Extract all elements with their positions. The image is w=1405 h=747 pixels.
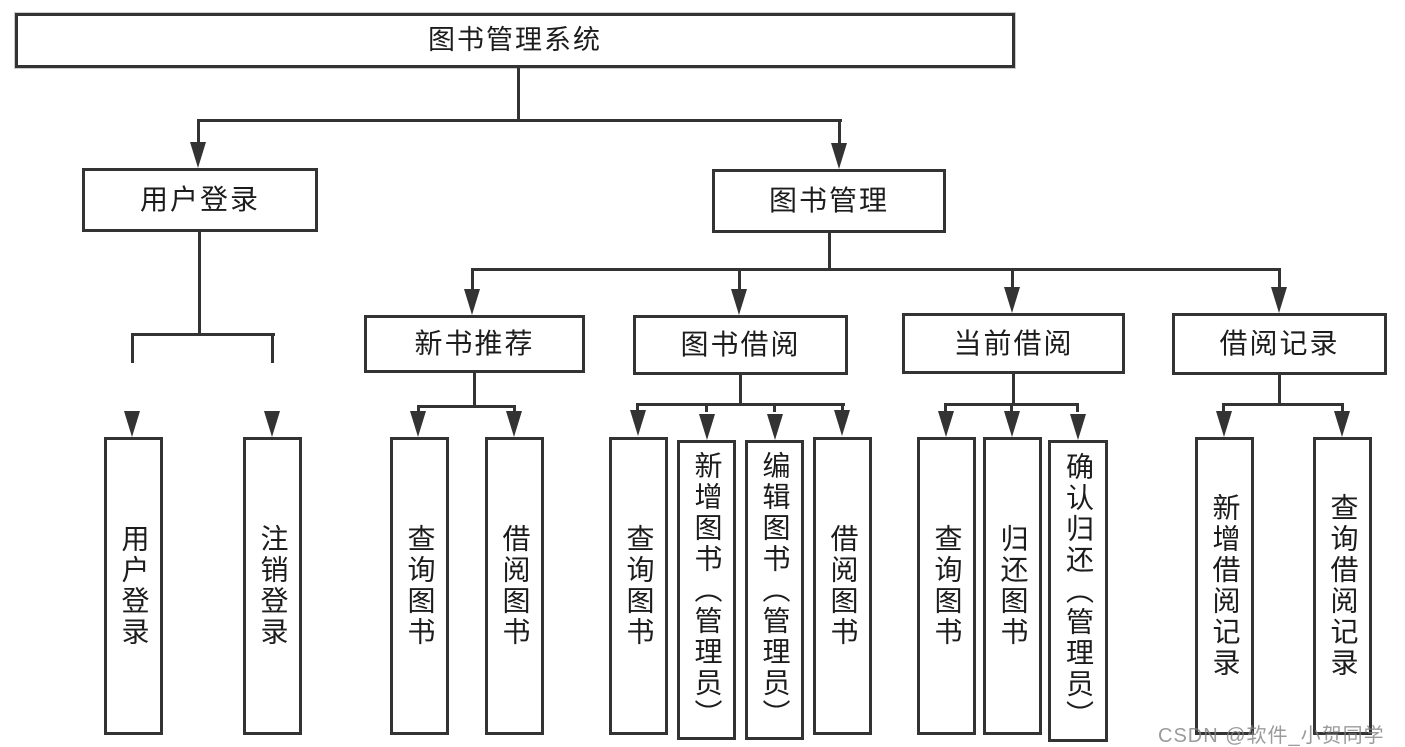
- connector-line: [739, 375, 742, 406]
- connector-line: [513, 405, 516, 413]
- connector-line: [197, 119, 200, 147]
- arrow-down-icon: [1004, 287, 1020, 313]
- node-borrow-books-borrowing: 借阅图书: [813, 437, 872, 735]
- connector-line: [131, 333, 134, 363]
- arrow-down-icon: [124, 411, 140, 437]
- connector-line: [1222, 403, 1344, 406]
- node-user-login-action: 用户登录: [104, 437, 163, 735]
- arrow-down-icon: [731, 289, 747, 315]
- arrow-down-icon: [938, 411, 954, 437]
- connector-line: [1011, 268, 1014, 289]
- node-borrow-books-recommend: 借阅图书: [485, 437, 544, 735]
- connector-line: [841, 403, 844, 412]
- node-edit-book-admin: 编辑图书（管理员）: [745, 440, 804, 740]
- arrow-down-icon: [1004, 411, 1020, 437]
- connector-line: [636, 403, 639, 412]
- connector-line: [1012, 374, 1015, 405]
- arrow-down-icon: [1334, 411, 1350, 437]
- connector-line: [773, 403, 776, 412]
- node-new-book-recommend: 新书推荐: [364, 315, 585, 373]
- connector-line: [517, 68, 520, 120]
- connector-line: [828, 233, 831, 271]
- connector-line: [705, 403, 708, 412]
- arrow-down-icon: [264, 411, 280, 437]
- node-current-borrowing: 当前借阅: [902, 313, 1125, 374]
- connector-line: [471, 268, 1281, 271]
- node-user-login: 用户登录: [82, 168, 318, 232]
- node-logout-action: 注销登录: [243, 437, 302, 735]
- connector-line: [473, 373, 476, 408]
- connector-line: [417, 405, 516, 408]
- node-query-borrow-record: 查询借阅记录: [1313, 437, 1372, 735]
- connector-line: [738, 268, 741, 291]
- node-library-system: 图书管理系统: [15, 13, 1015, 68]
- node-query-books-borrowing: 查询图书: [609, 437, 668, 735]
- connector-line: [838, 119, 841, 147]
- connector-line: [1010, 403, 1013, 412]
- arrow-down-icon: [190, 142, 206, 168]
- connector-line: [131, 333, 275, 336]
- node-add-book-admin: 新增图书（管理员）: [677, 440, 736, 740]
- node-book-borrowing: 图书借阅: [633, 315, 848, 375]
- arrow-down-icon: [834, 410, 850, 436]
- connector-line: [1278, 268, 1281, 289]
- connector-line: [271, 333, 274, 363]
- connector-line: [1278, 375, 1281, 405]
- node-return-book: 归还图书: [983, 437, 1042, 735]
- connector-line: [417, 405, 420, 413]
- connector-line: [1341, 403, 1344, 412]
- connector-line: [471, 268, 474, 291]
- arrow-down-icon: [767, 414, 783, 440]
- arrow-down-icon: [630, 410, 646, 436]
- node-query-books-recommend: 查询图书: [390, 437, 449, 735]
- node-add-borrow-record: 新增借阅记录: [1195, 437, 1254, 735]
- node-borrowing-records: 借阅记录: [1172, 313, 1387, 375]
- connector-line: [197, 119, 842, 122]
- arrow-down-icon: [1271, 287, 1287, 313]
- arrow-down-icon: [1070, 414, 1086, 440]
- node-book-management: 图书管理: [712, 169, 946, 233]
- connector-line: [1076, 403, 1079, 412]
- arrow-down-icon: [831, 143, 847, 169]
- arrow-down-icon: [699, 414, 715, 440]
- connector-line: [198, 232, 201, 336]
- connector-line: [1222, 403, 1225, 412]
- csdn-watermark: CSDN @软件_小贺同学: [1158, 725, 1385, 747]
- arrow-down-icon: [410, 411, 426, 437]
- connector-line: [944, 403, 947, 412]
- connector-line: [636, 403, 845, 406]
- node-confirm-return-admin: 确认归还（管理员）: [1048, 440, 1108, 742]
- arrow-down-icon: [464, 289, 480, 315]
- arrow-down-icon: [506, 411, 522, 437]
- arrow-down-icon: [1216, 411, 1232, 437]
- node-query-books-current: 查询图书: [917, 437, 976, 735]
